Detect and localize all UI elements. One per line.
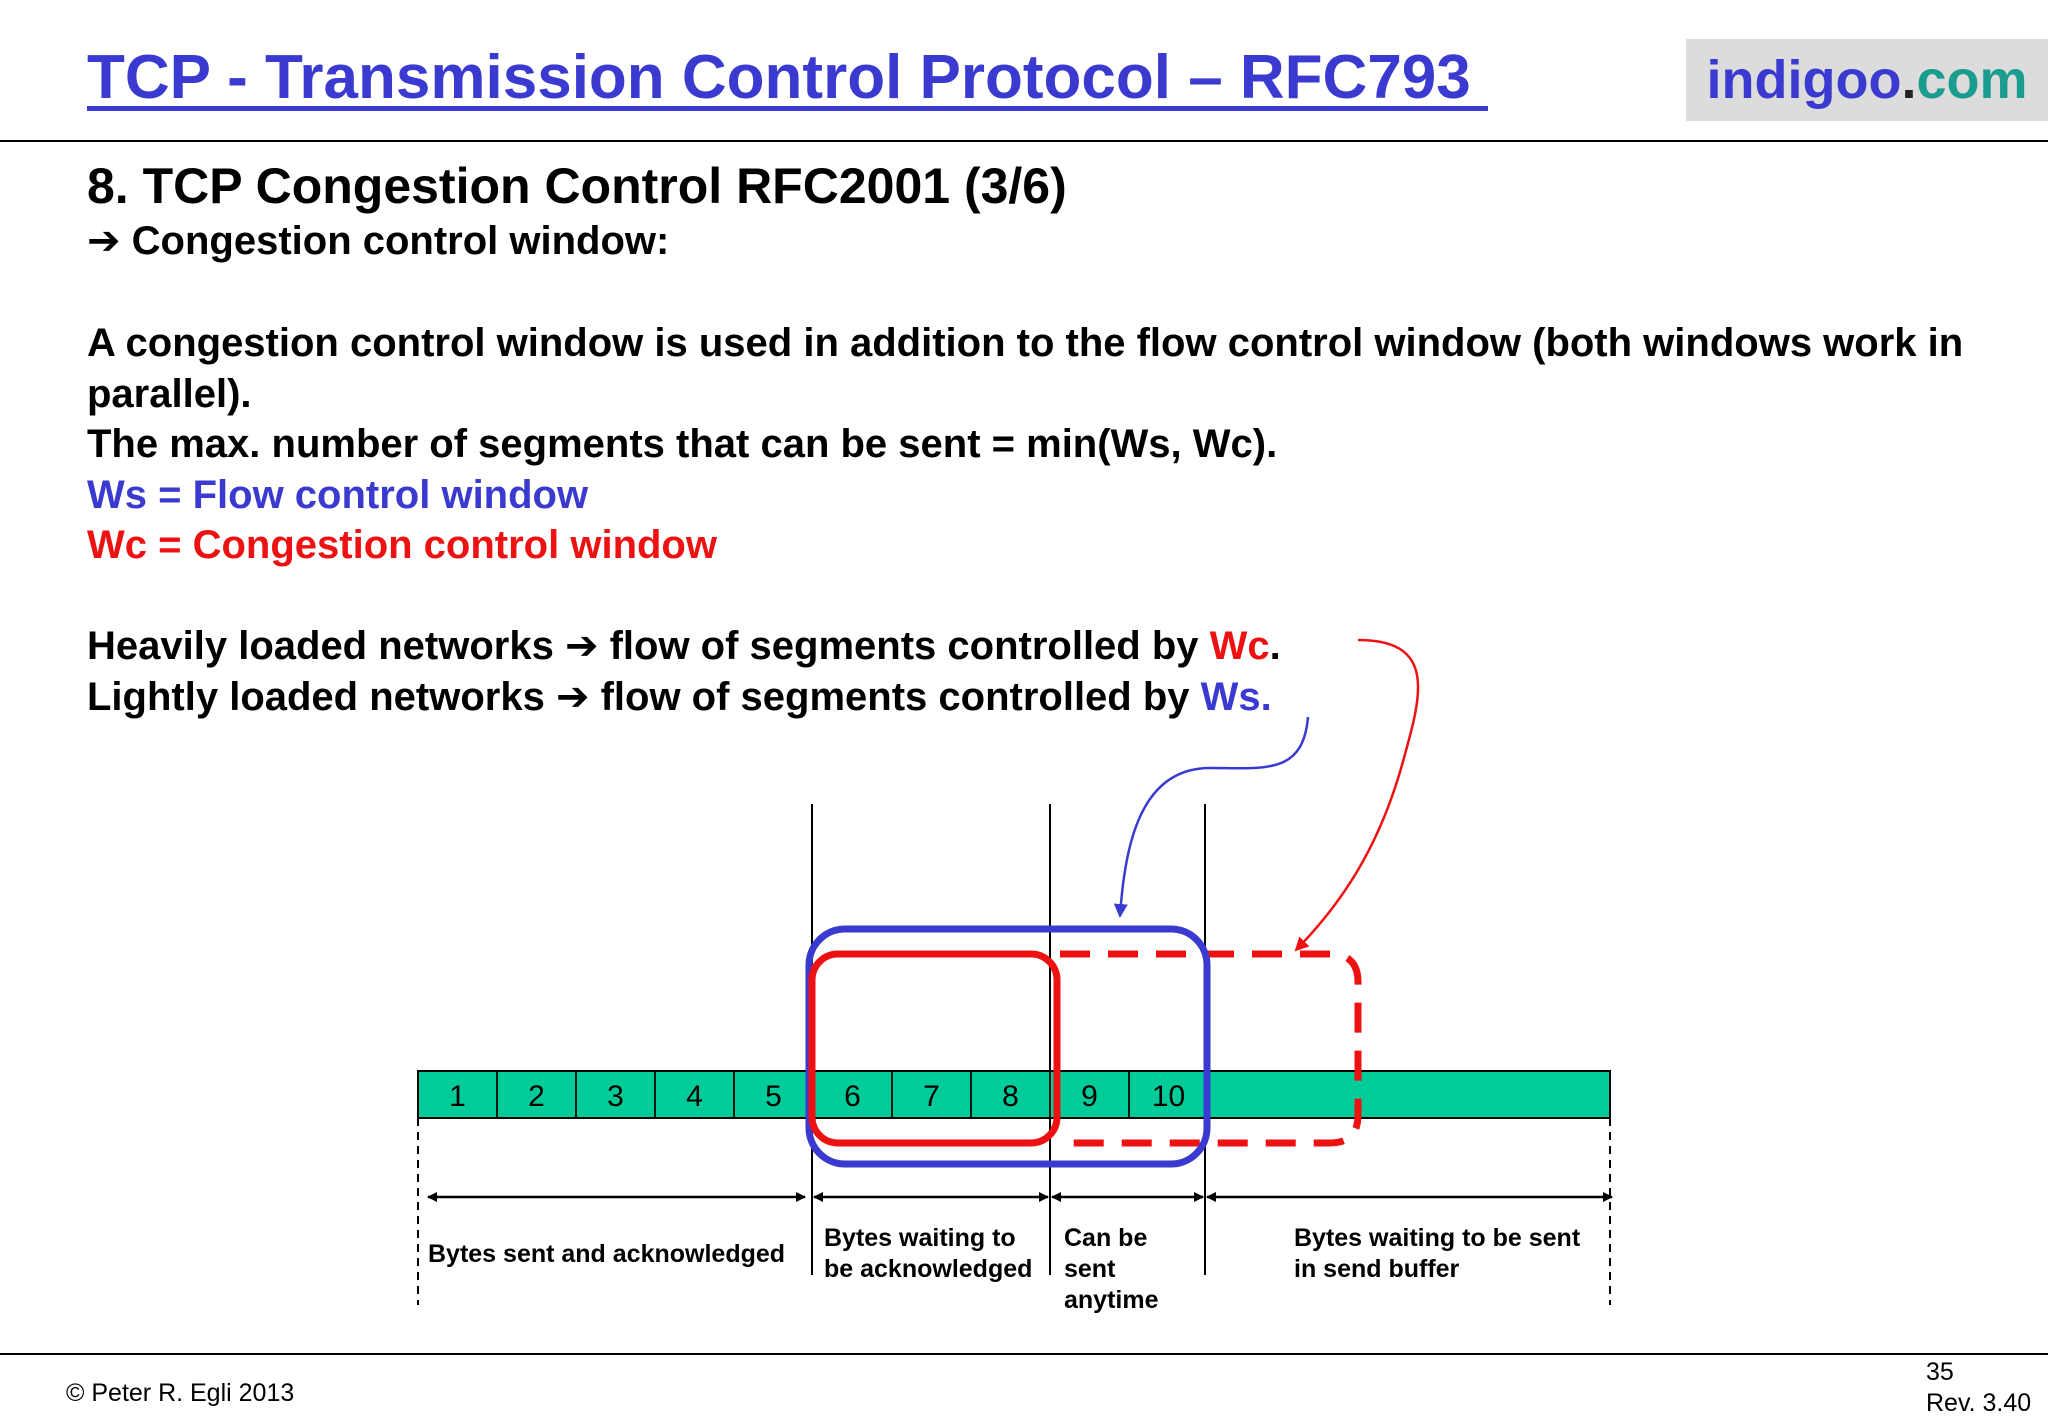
label-buffer-line2: in send buffer — [1294, 1255, 1460, 1283]
segment-number: 2 — [528, 1080, 545, 1113]
page-info: 35 Rev. 3.40 — [1926, 1357, 2031, 1419]
slide-title[interactable]: TCP - Transmission Control Protocol – RF… — [87, 43, 1488, 112]
wc-definition: Wc = Congestion control window — [87, 523, 717, 567]
ws-definition: Ws = Flow control window — [87, 472, 589, 517]
label-can-send-line1: Can be — [1064, 1224, 1147, 1252]
segment-cells: 1 2 3 4 5 6 7 8 9 10 — [417, 1070, 1209, 1119]
light-load-mid: flow of segments controlled by — [589, 674, 1201, 719]
segment-number: 5 — [765, 1080, 782, 1113]
segment-number: 10 — [1152, 1080, 1185, 1113]
flow-control-window — [805, 925, 1211, 1168]
label-can-send-line2: sent — [1064, 1255, 1116, 1283]
light-load-prefix: Lightly loaded networks — [87, 674, 556, 719]
segment-number: 8 — [1002, 1080, 1019, 1113]
brand-logo: indigoo.com — [1686, 39, 2048, 121]
light-load-line: Lightly loaded networks ➔ flow of segmen… — [87, 672, 1967, 723]
heavy-load-prefix: Heavily loaded networks — [87, 624, 565, 668]
brand-dot: . — [1901, 50, 1917, 110]
section-heading: 8. TCP Congestion Control RFC2001 (3/6) — [87, 158, 1067, 214]
send-buffer-bar — [417, 1070, 1611, 1119]
footer-divider — [0, 1353, 2048, 1355]
arrow-icon: ➔ — [555, 674, 590, 719]
wc-pointer-arrow — [1294, 638, 1420, 952]
segment-number: 1 — [449, 1080, 466, 1113]
segment-number: 4 — [686, 1080, 703, 1113]
wc-term: Wc — [1209, 624, 1270, 668]
arrow-icon: ➔ — [87, 219, 121, 263]
heavy-load-mid: flow of segments controlled by — [598, 624, 1210, 668]
label-sent-acked: Bytes sent and acknowledged — [428, 1240, 785, 1268]
revision: Rev. 3.40 — [1926, 1389, 2032, 1417]
header-divider — [0, 140, 2048, 142]
paragraph-windows: A congestion control window is used in a… — [87, 321, 1964, 416]
brand-tld: com — [1916, 50, 2028, 110]
paragraph-max-segments: The max. number of segments that can be … — [87, 422, 1278, 466]
label-buffer-line1: Bytes waiting to be sent — [1294, 1224, 1581, 1252]
bullet-heading-text: Congestion control window: — [131, 219, 670, 263]
segment-number: 7 — [923, 1080, 940, 1113]
ws-pointer-arrow — [1113, 716, 1310, 918]
body-text: A congestion control window is used in a… — [87, 318, 1967, 722]
arrow-icon: ➔ — [564, 624, 599, 668]
brand-name: indigoo — [1706, 50, 1902, 110]
label-can-send-line3: anytime — [1064, 1286, 1159, 1314]
ws-term: Ws. — [1200, 674, 1272, 719]
segment-number: 9 — [1081, 1080, 1098, 1113]
heavy-load-line: Heavily loaded networks ➔ flow of segmen… — [87, 621, 1967, 672]
page-number: 35 — [1926, 1358, 1954, 1386]
segment-number: 3 — [607, 1080, 624, 1113]
segment-number: 6 — [844, 1080, 861, 1113]
bullet-heading: ➔ Congestion control window: — [87, 218, 669, 264]
congestion-control-window — [808, 950, 1061, 1147]
label-waiting-ack-line1: Bytes waiting to — [824, 1224, 1016, 1252]
heavy-load-end: . — [1269, 624, 1281, 668]
label-waiting-ack-line2: be acknowledged — [824, 1255, 1032, 1283]
copyright: © Peter R. Egli 2013 — [66, 1379, 295, 1407]
congestion-window-extension — [1060, 950, 1362, 1147]
